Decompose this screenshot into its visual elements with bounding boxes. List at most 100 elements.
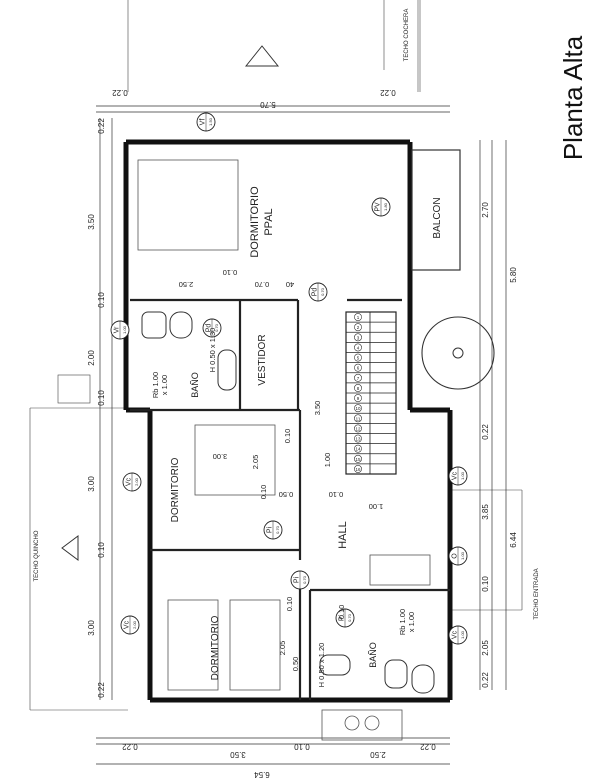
tag-size: 0.70: [347, 613, 352, 622]
room-hall: HALL: [337, 521, 349, 549]
dimensions-right: 2.70 5.80 0.22 3.85 0.10 2.05 0.22 6.44: [481, 202, 518, 688]
tag-code: O: [452, 553, 459, 559]
dim-right-e: 0.10: [481, 576, 490, 592]
dim-left-a: 0.22: [97, 118, 106, 134]
stair-step-number: 2: [357, 325, 360, 330]
tag-size: 1.00: [460, 630, 465, 639]
north-arrow-icon: [244, 45, 280, 67]
tag-code: Pi: [267, 526, 274, 533]
stair-step-number: 4: [357, 345, 360, 350]
dim-inner-100a: 1.00: [323, 453, 332, 468]
bathroom-fixtures: [141, 311, 435, 694]
dim-inner-010f: 0.10: [337, 605, 346, 620]
dim-bottom-d: 2.50: [370, 750, 386, 759]
dimensions-top: 0.22 5.70 0.22: [112, 88, 396, 109]
dim-left-c: 0.10: [97, 292, 106, 308]
techo-cochera-label: TECHO COCHERA: [404, 9, 410, 62]
tag-code: Vc: [452, 630, 459, 639]
tag-size: 1.80: [383, 202, 388, 211]
dim-top-b: 5.70: [260, 100, 276, 109]
room-dormitorio-2: DORMITORIO: [170, 457, 181, 522]
tag-size: 2.00: [134, 477, 139, 486]
stair-step-marker: [354, 333, 362, 342]
tag-code: Pi: [339, 614, 346, 621]
stair-step-marker: [354, 373, 362, 382]
dim-left-i: 0.22: [97, 682, 106, 698]
tag-code: Vc: [452, 471, 459, 480]
dim-right-g: 0.22: [481, 672, 490, 688]
note-rb1-b: x 1.00: [160, 375, 169, 395]
stair-step-number: 9: [357, 396, 360, 401]
stair-step-number: 12: [355, 426, 361, 431]
stair-step-marker: [354, 444, 362, 453]
furniture: [137, 159, 431, 741]
stair-step-number: 11: [356, 416, 361, 421]
tag-size: 0.70: [320, 287, 325, 296]
tag-size: 1.50: [208, 117, 213, 126]
tag-size: 1.00: [122, 325, 127, 334]
tag-code: PV: [375, 202, 382, 212]
dim-bottom-total: 6.54: [254, 770, 270, 779]
dim-inner-300: 3.00: [213, 452, 228, 461]
dim-inner-010c: 0.10: [259, 485, 268, 500]
exterior-walls: [123, 139, 453, 703]
balcony-outline: [411, 149, 461, 271]
dim-inner-010a: 0.10: [223, 268, 238, 277]
dimensions-bottom: 0.22 3.50 0.10 2.50 0.22 6.54: [122, 742, 436, 779]
triangle-marker-icon: [61, 535, 79, 561]
room-bano-1: BAÑO: [190, 372, 200, 398]
stair-step-marker: [354, 454, 362, 463]
stair-step-marker: [354, 363, 362, 372]
dim-left-d: 2.00: [87, 350, 96, 366]
dim-right-b: 5.80: [509, 267, 518, 283]
stair-step-number: 10: [355, 406, 361, 411]
dim-left-f: 3.00: [87, 476, 96, 492]
room-balcon: BALCON: [432, 197, 443, 238]
round-table-icon: [421, 316, 495, 390]
stair-step-number: 6: [357, 366, 360, 371]
dim-inner-40: 40: [286, 280, 294, 289]
dim-inner-010e: 0.10: [285, 597, 294, 612]
dim-inner-010d: 0.10: [329, 490, 344, 499]
tag-size: 0.70: [214, 323, 219, 332]
dim-bottom-e: 0.22: [420, 742, 436, 751]
room-ppal: PPAL: [263, 208, 275, 235]
stair-step-number: 3: [357, 335, 360, 340]
note-h1: H 0.50 x 1.30: [208, 328, 217, 373]
stair-step-number: 7: [357, 376, 360, 381]
dim-right-total: 6.44: [509, 532, 518, 548]
dimensions-left: 0.22 3.50 0.10 2.00 0.10 3.00 0.10 3.00 …: [87, 118, 106, 698]
tag-code: Vf: [200, 119, 207, 126]
stair-step-marker: [354, 434, 362, 443]
dim-top-c: 0.22: [380, 88, 396, 97]
tag-size: 0.70: [302, 575, 307, 584]
stair-step-marker: [354, 394, 362, 402]
dim-bottom-b: 3.50: [230, 750, 246, 759]
dim-inner-250: 2.50: [179, 280, 194, 289]
tag-size: 1.00: [460, 471, 465, 480]
dimensions-inner: 2.50 0.10 0.70 40 0.10 3.50 1.00 3.00 2.…: [179, 268, 384, 671]
dim-right-d: 3.85: [481, 504, 490, 520]
room-dormitorio-3: DORMITORIO: [210, 615, 221, 680]
tag-size: 0.70: [275, 525, 280, 534]
stair-step-number: 1: [357, 315, 360, 320]
dim-right-a: 2.70: [481, 202, 490, 218]
stair-step-number: 14: [355, 447, 361, 452]
note-rb2-a: Rb 1.00: [398, 609, 407, 635]
dim-right-f: 2.05: [481, 640, 490, 656]
room-vestidor: VESTIDOR: [257, 334, 268, 385]
stair-step-marker: [354, 404, 362, 413]
stair-step-number: 13: [355, 437, 361, 442]
interior-walls: [130, 298, 450, 700]
dim-right-c: 0.22: [481, 424, 490, 440]
stair-step-number: 16: [355, 467, 361, 472]
note-rb1-a: Rb 1.00: [151, 372, 160, 398]
tag-code: Vc: [126, 477, 133, 486]
dim-left-g: 0.10: [97, 542, 106, 558]
context-labels: TECHO COCHERA TECHO QUINCHO TECHO ENTRAD…: [34, 9, 540, 620]
stair-step-number: 5: [357, 356, 360, 361]
notes: Rb 1.00 x 1.00 H 0.50 x 1.30 Rb 1.00 x 1…: [151, 328, 416, 688]
